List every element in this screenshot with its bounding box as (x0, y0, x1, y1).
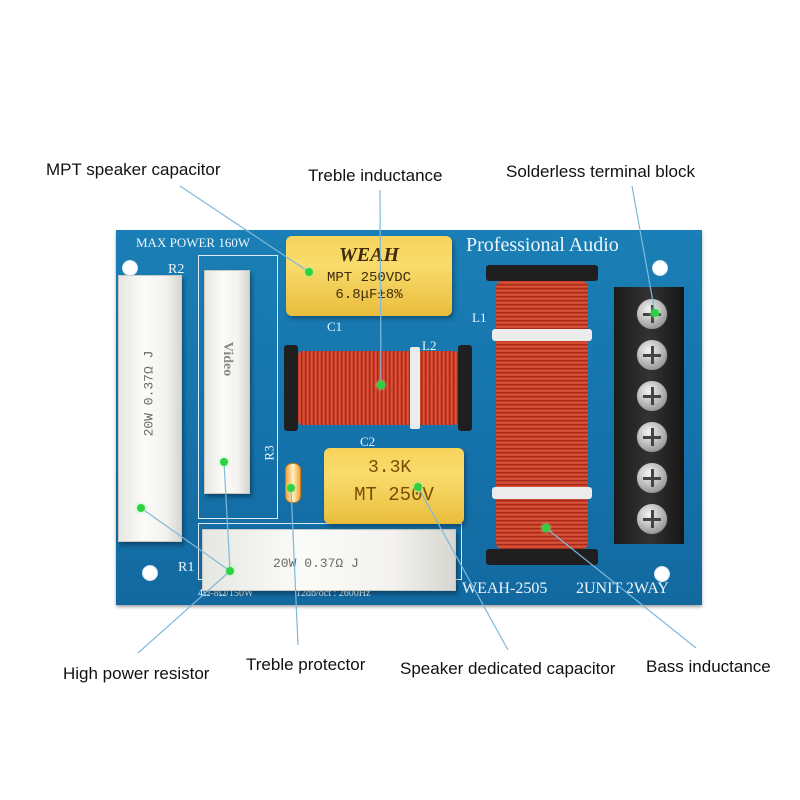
line-mpt-capacitor (179, 185, 310, 273)
label-r1: R1 (178, 560, 195, 575)
spec-right-text: 12db/oct : 2600Hz (296, 588, 371, 599)
line-bass-inductance (545, 527, 697, 649)
line-high-power-resistor-b (223, 461, 231, 572)
line-speaker-capacitor (417, 486, 509, 651)
label-mpt-capacitor: MPT speaker capacitor (46, 160, 221, 179)
r2-outline (198, 255, 278, 519)
line-high-power-resistor-c (140, 507, 231, 572)
spec-left-text: 4Ω-8Ω/150W (198, 588, 254, 599)
label-c2: C2 (360, 434, 376, 449)
cap2-line2: MT 250V (354, 484, 434, 506)
label-high-power-resistor: High power resistor (63, 664, 210, 683)
cap1-brand: WEAH (338, 244, 400, 266)
marker-mpt-capacitor (305, 268, 313, 276)
label-treble-protector: Treble protector (246, 655, 366, 674)
label-l2: L2 (422, 338, 437, 353)
max-power-text: MAX POWER 160W (136, 235, 251, 250)
marker-bass-inductance (542, 524, 550, 532)
marker-resistor-r1 (226, 567, 234, 575)
capacitor-c1: WEAH MPT 250VDC 6.8μF±8% (286, 236, 452, 316)
line-terminal-block (631, 185, 656, 314)
terminal-screw-6 (636, 503, 668, 535)
bass-inductor-l1 (486, 265, 598, 565)
marker-resistor-center (220, 458, 228, 466)
terminal-screw-3 (636, 380, 668, 412)
marker-treble-protector (287, 484, 295, 492)
terminal-screw-5 (636, 462, 668, 494)
marker-treble-inductance (377, 381, 385, 389)
cap1-line2: 6.8μF±8% (335, 287, 403, 303)
marker-speaker-capacitor (414, 483, 422, 491)
treble-protector-bulb (285, 463, 301, 503)
label-bass-inductance: Bass inductance (646, 657, 771, 676)
resistor-r2-vertical: 20W 0.37Ω J (118, 275, 182, 542)
cap2-line1: 3.3K (368, 458, 412, 478)
marker-terminal-block (651, 309, 659, 317)
cap1-line1: MPT 250VDC (326, 270, 411, 286)
mount-hole-bottom-left (142, 565, 158, 581)
resistor-vertical-center: Video (204, 270, 250, 494)
label-l1: L1 (472, 310, 487, 325)
label-speaker-capacitor: Speaker dedicated capacitor (400, 659, 616, 678)
label-c1: C1 (327, 319, 343, 334)
terminal-screw-4 (636, 421, 668, 453)
line-treble-inductance (379, 189, 382, 386)
professional-audio-text: Professional Audio (466, 234, 619, 256)
marker-resistor-r2 (137, 504, 145, 512)
model-text: WEAH-2505 (462, 580, 548, 597)
line-treble-protector (290, 487, 299, 646)
mount-hole-bottom-right (654, 566, 670, 582)
terminal-screw-2 (636, 339, 668, 371)
mount-hole-top-right (652, 260, 668, 276)
line-high-power-resistor-a (137, 570, 231, 654)
label-treble-inductance: Treble inductance (308, 166, 443, 185)
label-terminal-block: Solderless terminal block (506, 162, 695, 181)
label-r2: R2 (168, 262, 185, 277)
terminal-block (614, 287, 684, 544)
capacitor-c2: 3.3K MT 250V (324, 448, 464, 524)
